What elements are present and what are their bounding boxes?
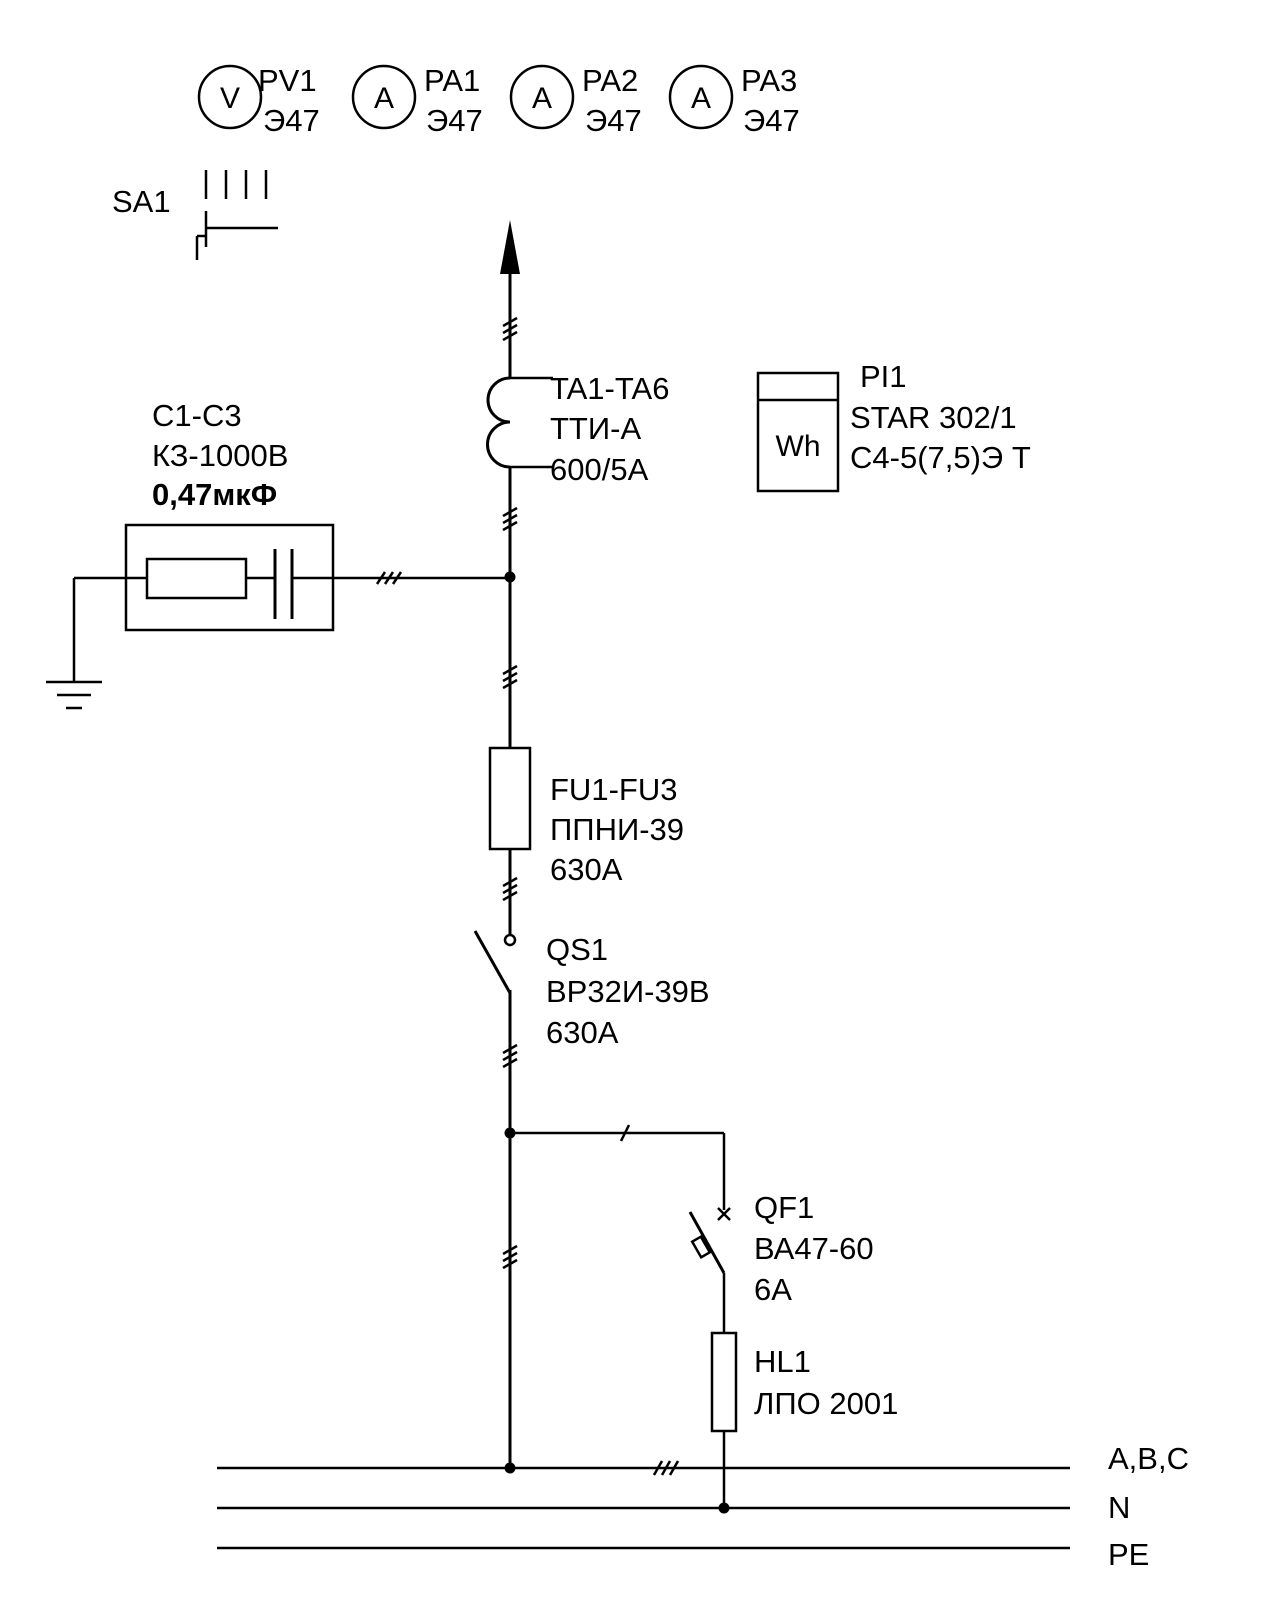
lamp-type: ЛПО 2001	[754, 1386, 898, 1421]
switch-ref: SA1	[112, 184, 171, 219]
fuse-rating: 630А	[550, 852, 623, 887]
three-phase-tick-icon	[502, 1043, 518, 1069]
selector-switch-sa1: SA1	[112, 170, 278, 260]
ct-ref: TA1-TA6	[550, 371, 669, 406]
three-phase-tick-icon	[502, 664, 518, 690]
meter-pa2: A PA2 Э47	[509, 63, 642, 138]
arrow-up-icon	[500, 220, 520, 274]
capacitor-type: КЗ-1000В	[152, 438, 288, 473]
ct-rating: 600/5А	[550, 452, 649, 487]
lamp-icon	[710, 1331, 738, 1433]
meter-type: Э47	[263, 103, 320, 138]
disconnector-type: ВР32И-39В	[546, 974, 710, 1009]
selector-switch-icon	[195, 170, 278, 260]
lighting-branch: QF1 ВА47-60 6А HL1 ЛПО 2001	[510, 1124, 898, 1514]
lamp-ref: HL1	[754, 1344, 811, 1379]
meter-symbol: V	[220, 82, 240, 115]
three-phase-tick-icon	[502, 316, 518, 342]
fuse-icon	[488, 746, 532, 851]
energy-meter: Wh PI1 STAR 302/1 С4-5(7,5)Э Т	[756, 359, 1031, 493]
meter-symbol: A	[532, 82, 552, 115]
bus-neutral-label: N	[1108, 1490, 1130, 1525]
breaker-rating: 6А	[754, 1272, 792, 1307]
meter-ref: PV1	[258, 63, 317, 98]
main-busline	[500, 220, 520, 1474]
energy-meter-spec: С4-5(7,5)Э Т	[850, 440, 1031, 475]
transformer-coil-icon	[486, 376, 511, 469]
wh-meter-symbol: Wh	[776, 430, 821, 463]
capacitor-branch: С1-С3 КЗ-1000В 0,47мкФ	[46, 398, 510, 710]
capacitor-value: 0,47мкФ	[152, 477, 277, 512]
bus-earth-label: PE	[1108, 1537, 1149, 1572]
meter-ref: PA2	[582, 63, 638, 98]
meter-type: Э47	[743, 103, 800, 138]
breaker-type: ВА47-60	[754, 1231, 874, 1266]
three-phase-tick-icon	[502, 876, 518, 902]
breaker-ref: QF1	[754, 1190, 814, 1225]
meter-ref: PA3	[741, 63, 797, 98]
meter-pa1: A PA1 Э47	[351, 63, 483, 138]
three-phase-tick-icon	[652, 1460, 680, 1476]
three-phase-tick-icon	[502, 1244, 518, 1270]
breaker-icon	[688, 1207, 731, 1274]
three-phase-tick-icon	[375, 571, 403, 585]
three-phase-tick-icon	[502, 506, 518, 532]
energy-meter-ref: PI1	[860, 359, 907, 394]
disconnector-ref: QS1	[546, 932, 608, 967]
capacitor-ref: С1-С3	[152, 398, 242, 433]
ammeter-icon	[668, 64, 734, 130]
meter-symbol: A	[691, 82, 711, 115]
busbars: А,В,С N PE	[217, 1441, 1189, 1572]
contact-icon	[503, 933, 517, 947]
bus-phase-label: А,В,С	[1108, 1441, 1189, 1476]
ammeter-icon	[351, 64, 417, 130]
ct-type: ТТИ-А	[550, 411, 641, 446]
disconnector: QS1 ВР32И-39В 630А	[473, 930, 710, 1050]
fuse-type: ППНИ-39	[550, 812, 684, 847]
voltmeter-icon	[197, 64, 263, 130]
meter-pv1: V PV1 Э47	[197, 63, 320, 138]
fuse: FU1-FU3 ППНИ-39 630А	[488, 746, 684, 887]
energy-meter-type: STAR 302/1	[850, 400, 1017, 435]
fuse-ref: FU1-FU3	[550, 772, 677, 807]
meter-pa3: A PA3 Э47	[668, 63, 800, 138]
capacitor-icon	[273, 549, 294, 619]
meter-symbol: A	[374, 82, 394, 115]
meter-type: Э47	[426, 103, 483, 138]
meter-ref: PA1	[424, 63, 480, 98]
current-transformer: TA1-TA6 ТТИ-А 600/5А	[486, 371, 669, 487]
meter-type: Э47	[585, 103, 642, 138]
ammeter-icon	[509, 64, 575, 130]
ground-icon	[46, 680, 102, 710]
disconnector-rating: 630А	[546, 1015, 619, 1050]
